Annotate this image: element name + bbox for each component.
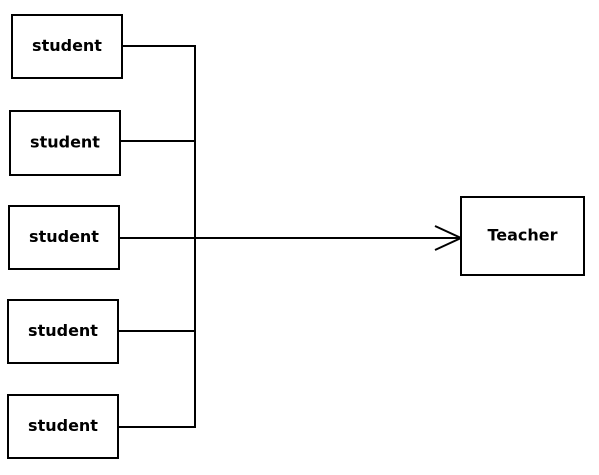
student-label-5: student bbox=[28, 416, 98, 435]
student-label-4: student bbox=[28, 321, 98, 340]
student-box-5: student bbox=[7, 394, 119, 459]
student-box-2: student bbox=[9, 110, 121, 176]
student-label-3: student bbox=[29, 227, 99, 246]
student-label-2: student bbox=[30, 133, 100, 152]
student-box-1: student bbox=[11, 14, 123, 79]
teacher-box: Teacher bbox=[460, 196, 585, 276]
student-box-4: student bbox=[7, 299, 119, 364]
teacher-label: Teacher bbox=[487, 226, 557, 245]
student-label-1: student bbox=[32, 36, 102, 55]
student-box-3: student bbox=[8, 205, 120, 270]
